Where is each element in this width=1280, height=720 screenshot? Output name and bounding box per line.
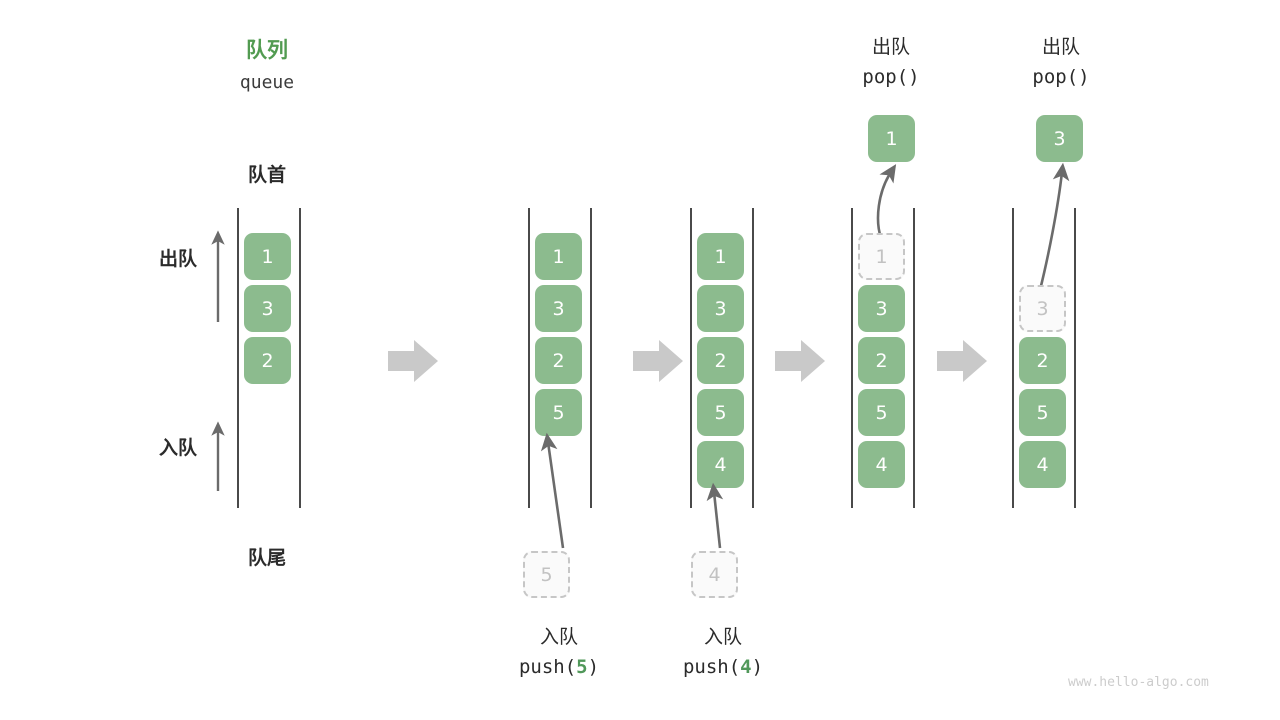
queue-cell: 5	[697, 389, 744, 436]
rail-left-1	[237, 208, 239, 508]
operation-label-cn: 入队	[703, 626, 742, 648]
enqueue-direction-label: 入队	[158, 437, 197, 459]
operation-label-cn: 入队	[539, 626, 578, 648]
queue-cell: 2	[244, 337, 291, 384]
operation-code-arg: 5	[576, 656, 588, 678]
rail-left-2	[528, 208, 530, 508]
push-arrow-icon	[540, 432, 565, 549]
queue-cell: 3	[535, 285, 582, 332]
pop-arrow-icon	[876, 164, 897, 239]
operation-code-arg: 4	[740, 656, 752, 678]
rail-left-5	[1012, 208, 1014, 508]
rail-left-3	[690, 208, 692, 508]
queue-cell: 4	[697, 441, 744, 488]
rail-left-4	[851, 208, 853, 508]
dequeue-direction-arrow-icon	[211, 230, 225, 322]
operation-code-prefix: pop(	[1032, 66, 1079, 88]
operation-label-cn: 出队	[871, 36, 910, 58]
queue-cell: 2	[858, 337, 905, 384]
popped-cell: 3	[1036, 115, 1083, 162]
incoming-cell: 5	[523, 551, 570, 598]
operation-code: pop()	[986, 66, 1136, 88]
queue-cell: 5	[858, 389, 905, 436]
watermark: www.hello-algo.com	[1068, 675, 1209, 690]
pop-arrow-icon	[1038, 162, 1070, 291]
queue-cell: 4	[858, 441, 905, 488]
queue-cell: 3	[697, 285, 744, 332]
step-arrow-icon	[937, 340, 987, 382]
step-arrow-icon	[775, 340, 825, 382]
queue-cell: 1	[244, 233, 291, 280]
queue-cell: 5	[535, 389, 582, 436]
push-arrow-icon	[706, 482, 724, 549]
rail-right-5	[1074, 208, 1076, 508]
step-arrow-icon	[388, 340, 438, 382]
diagram-title-cn: 队列	[246, 38, 288, 62]
diagram-title-en: queue	[239, 72, 295, 93]
rail-right-1	[299, 208, 301, 508]
operation-code-prefix: pop(	[862, 66, 909, 88]
enqueue-direction-arrow-icon	[211, 421, 225, 491]
operation-code: push(5)	[494, 656, 624, 678]
popped-cell: 1	[868, 115, 915, 162]
operation-code-prefix: push(	[682, 656, 741, 678]
operation-code-suffix: )	[908, 66, 920, 88]
queue-cell: 3	[858, 285, 905, 332]
queue-cell: 3	[1019, 285, 1066, 332]
queue-cell: 5	[1019, 389, 1066, 436]
operation-code-suffix: )	[587, 656, 600, 678]
queue-cell: 2	[697, 337, 744, 384]
rail-right-4	[913, 208, 915, 508]
operation-label-cn: 出队	[1041, 36, 1080, 58]
queue-cell: 1	[697, 233, 744, 280]
operation-code-suffix: )	[1078, 66, 1090, 88]
operation-code: pop()	[816, 66, 966, 88]
queue-cell: 2	[1019, 337, 1066, 384]
queue-cell: 1	[535, 233, 582, 280]
rail-right-3	[752, 208, 754, 508]
operation-code-suffix: )	[751, 656, 764, 678]
front-label: 队首	[247, 164, 286, 186]
dequeue-direction-label: 出队	[158, 248, 197, 270]
rear-label: 队尾	[247, 547, 286, 569]
rail-right-2	[590, 208, 592, 508]
queue-cell: 3	[244, 285, 291, 332]
queue-cell: 2	[535, 337, 582, 384]
incoming-cell: 4	[691, 551, 738, 598]
queue-cell: 4	[1019, 441, 1066, 488]
operation-code-prefix: push(	[518, 656, 577, 678]
step-arrow-icon	[633, 340, 683, 382]
queue-cell: 1	[858, 233, 905, 280]
operation-code: push(4)	[658, 656, 788, 678]
